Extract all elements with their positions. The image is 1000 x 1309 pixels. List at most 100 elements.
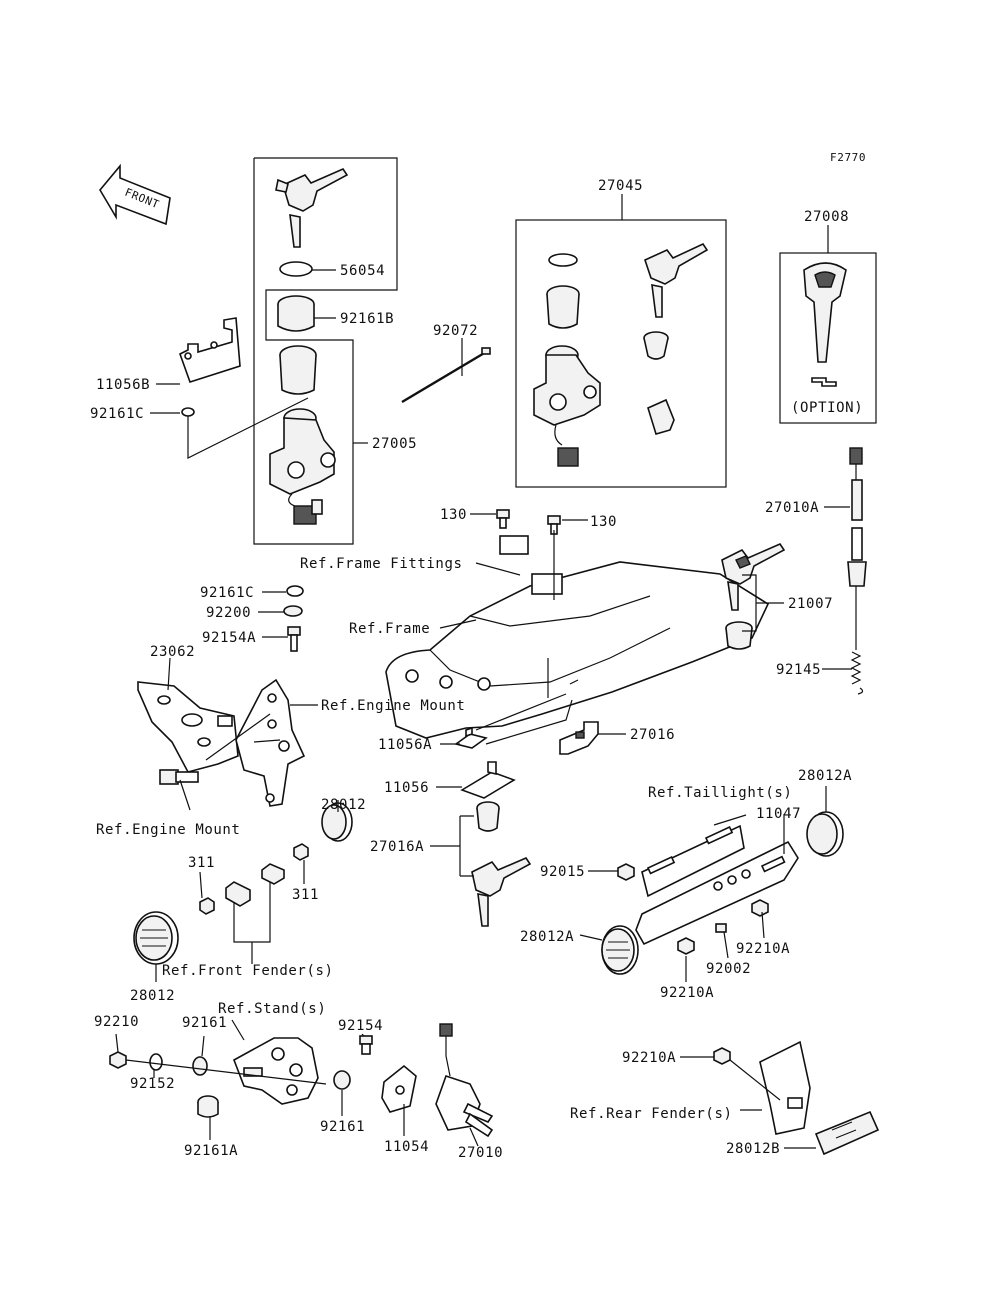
label-11054: 11054 xyxy=(384,1139,429,1155)
label-130-right: 130 xyxy=(590,514,617,530)
stand-bracket-icon xyxy=(233,1037,319,1105)
screw-92154a-icon xyxy=(287,626,301,652)
label-ref-taillight: Ref.Taillight(s) xyxy=(648,785,792,801)
label-92210a-rear: 92210A xyxy=(622,1050,676,1066)
label-92145: 92145 xyxy=(776,662,821,678)
rear-fender-icon xyxy=(759,1040,811,1135)
key-icon xyxy=(275,167,349,248)
cable-tie-icon xyxy=(401,347,491,404)
bracket-11056-icon xyxy=(460,761,516,799)
label-92161-left: 92161 xyxy=(182,1015,227,1031)
label-92210a-right: 92210A xyxy=(736,941,790,957)
switch-27010a-icon xyxy=(847,447,867,650)
ignition-switch-frame xyxy=(253,157,398,545)
label-28012-bottom: 28012 xyxy=(130,988,175,1004)
reflector-28012-top-icon xyxy=(321,802,353,842)
figure-id: F2770 xyxy=(830,151,866,164)
label-92200: 92200 xyxy=(206,605,251,621)
reflector-28012a-right-icon xyxy=(806,811,844,857)
label-11047: 11047 xyxy=(756,806,801,822)
rubber-cap-icon xyxy=(277,295,315,332)
nut-92015-icon xyxy=(617,863,635,881)
bolt-engine-mount-icon xyxy=(159,769,199,785)
label-28012a-left: 28012A xyxy=(520,929,574,945)
frame-icon xyxy=(385,535,770,739)
label-27005: 27005 xyxy=(372,436,417,452)
grommet-92161c-icon xyxy=(286,585,304,597)
label-ref-frame-fittings: Ref.Frame Fittings xyxy=(300,556,463,572)
label-92015: 92015 xyxy=(540,864,585,880)
label-92161c-top: 92161C xyxy=(90,406,144,422)
engine-mount-plate-icon xyxy=(235,678,306,807)
switch-27010-icon xyxy=(435,1023,494,1138)
label-28012b: 28012B xyxy=(726,1141,780,1157)
label-92161-right: 92161 xyxy=(320,1119,365,1135)
label-27008: 27008 xyxy=(804,209,849,225)
label-ref-rear-fender: Ref.Rear Fender(s) xyxy=(570,1106,733,1122)
lock-cylinder-icon xyxy=(279,345,317,395)
label-ref-frame: Ref.Frame xyxy=(349,621,430,637)
label-28012a-top: 28012A xyxy=(798,768,852,784)
reflector-28012-bottom-icon xyxy=(133,911,179,965)
lock-27016a-icon xyxy=(471,801,532,927)
label-11056b: 11056B xyxy=(96,377,150,393)
plug-92161a-icon xyxy=(197,1095,219,1118)
label-21007: 21007 xyxy=(788,596,833,612)
screw-92154-icon xyxy=(359,1035,373,1055)
bracket-23062-icon xyxy=(137,681,239,773)
label-23062: 23062 xyxy=(150,644,195,660)
key-set-group-27045 xyxy=(515,219,727,488)
label-27010: 27010 xyxy=(458,1145,503,1161)
label-92152: 92152 xyxy=(130,1076,175,1092)
label-27010a: 27010A xyxy=(765,500,819,516)
label-ref-engine-mount-top: Ref.Engine Mount xyxy=(321,698,465,714)
label-311-right: 311 xyxy=(292,887,319,903)
label-ref-front-fender: Ref.Front Fender(s) xyxy=(162,963,334,979)
bracket-11054-icon xyxy=(381,1064,417,1113)
nut-92210a-right-icon xyxy=(751,899,769,917)
collar-92161-right-icon xyxy=(333,1070,351,1090)
front-arrow-icon: FRONT xyxy=(99,163,171,226)
option-key-group: (OPTION) xyxy=(779,252,877,424)
bracket-11056a-icon xyxy=(454,726,488,749)
label-ref-engine-mount-bottom: Ref.Engine Mount xyxy=(96,822,240,838)
label-56054: 56054 xyxy=(340,263,385,279)
label-11056a: 11056A xyxy=(378,737,432,753)
spacer-icon xyxy=(225,863,285,907)
label-27016: 27016 xyxy=(630,727,675,743)
nut-92210a-low-icon xyxy=(677,937,695,955)
label-92154a: 92154A xyxy=(202,630,256,646)
label-92154: 92154 xyxy=(338,1018,383,1034)
label-130-left: 130 xyxy=(440,507,467,523)
label-ref-stand: Ref.Stand(s) xyxy=(218,1001,326,1017)
license-bracket-11047-icon xyxy=(635,840,799,946)
nut-311-left-icon xyxy=(199,897,215,915)
reflector-28012a-left-icon xyxy=(601,925,639,975)
nut-311-right-icon xyxy=(293,843,309,861)
option-label: (OPTION) xyxy=(791,400,863,416)
leader-lines xyxy=(115,194,852,1149)
label-92210: 92210 xyxy=(94,1014,139,1030)
collar-92161-left-icon xyxy=(192,1056,208,1076)
washer-92200-icon xyxy=(283,605,303,617)
bracket-11056b-icon xyxy=(179,317,241,383)
key-21007-icon xyxy=(721,542,786,650)
taillight-bracket-icon xyxy=(641,824,745,898)
nut-92210-icon xyxy=(109,1051,127,1069)
label-92210a-low: 92210A xyxy=(660,985,714,1001)
bolt-130-left-icon xyxy=(496,509,510,529)
label-28012-top: 28012 xyxy=(321,797,366,813)
label-92002: 92002 xyxy=(706,961,751,977)
label-92161b: 92161B xyxy=(340,311,394,327)
bracket-27016-icon xyxy=(559,721,599,755)
nut-92210a-rear-icon xyxy=(713,1047,731,1065)
spring-icon xyxy=(850,651,864,695)
grommet-icon xyxy=(181,407,195,417)
reflector-28012b-icon xyxy=(814,1110,880,1156)
label-27045: 27045 xyxy=(598,178,643,194)
ignition-switch-icon xyxy=(269,408,336,525)
label-92072: 92072 xyxy=(433,323,478,339)
washer-icon xyxy=(279,261,313,277)
label-92161a: 92161A xyxy=(184,1143,238,1159)
